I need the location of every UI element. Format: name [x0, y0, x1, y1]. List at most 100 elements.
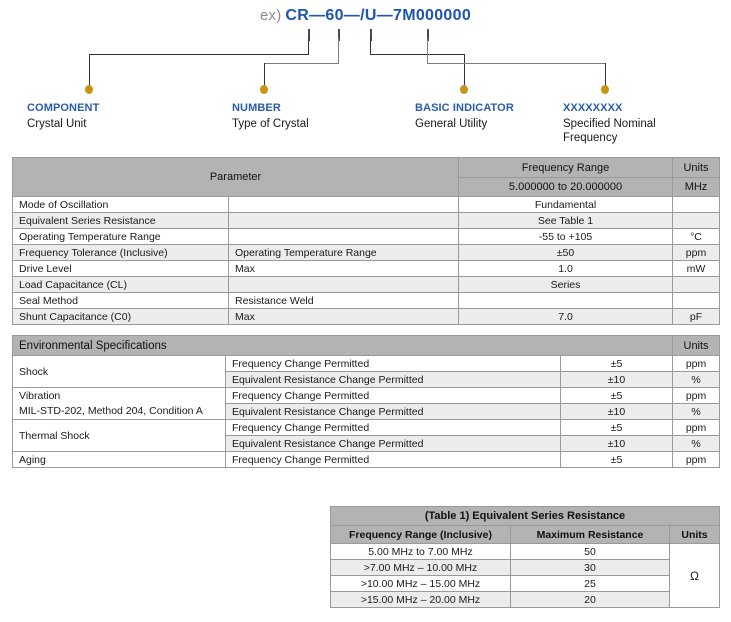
lead-dot-component [85, 85, 93, 94]
esr-range: >15.00 MHz – 20.00 MHz [330, 591, 511, 608]
esr-header-max-resistance: Maximum Resistance [510, 525, 670, 544]
table-row: >7.00 MHz – 10.00 MHz 30 [330, 559, 720, 576]
env-value: ±10 [559, 403, 674, 420]
row-parameter: Load Capacitance (CL) [12, 276, 229, 293]
environmental-specifications-table: Environmental Specifications Units Shock… [11, 335, 721, 468]
env-value: ±10 [559, 435, 674, 452]
table-row: >10.00 MHz – 15.00 MHz 25 [330, 575, 720, 592]
row-parameter: Frequency Tolerance (Inclusive) [12, 244, 229, 261]
lead-dot-number [260, 85, 268, 94]
row-units: °C [672, 228, 721, 245]
bracket-1-drop [89, 54, 90, 87]
callout-number-desc: Type of Crystal [232, 118, 309, 130]
bracket-2-drop [264, 63, 265, 87]
callout-component: COMPONENT Crystal Unit [27, 101, 207, 131]
env-title: Environmental Specifications [11, 335, 674, 356]
row-value: ±50 [458, 244, 674, 261]
row-value: See Table 1 [458, 212, 674, 229]
env-group-name-line1: Vibration [19, 389, 61, 402]
part-number-prefix: ex) [259, 7, 282, 24]
env-group-name: Vibration MIL-STD-202, Method 204, Condi… [12, 387, 226, 420]
esr-header-row: Frequency Range (Inclusive) Maximum Resi… [330, 525, 720, 544]
row-units: pF [672, 308, 721, 325]
table-row: Load Capacitance (CL) Series [12, 276, 721, 293]
env-header-row: Environmental Specifications Units [11, 335, 721, 356]
env-units: ppm [672, 355, 721, 372]
table-row: Frequency Tolerance (Inclusive) Operatin… [12, 244, 721, 261]
part-number-tick-4 [427, 29, 429, 41]
table-row: Seal Method Resistance Weld [12, 292, 721, 309]
row-value: Series [458, 276, 674, 293]
callout-nominal-frequency: XXXXXXXX Specified Nominal Frequency [563, 101, 693, 145]
esr-range: 5.00 MHz to 7.00 MHz [330, 543, 511, 560]
row-units: mW [672, 260, 721, 277]
callout-nominal-frequency-desc: Specified Nominal Frequency [563, 118, 656, 144]
lead-dot-nominal-frequency [601, 85, 609, 94]
env-test: Equivalent Resistance Change Permitted [225, 403, 561, 420]
callout-basic-indicator-desc: General Utility [415, 118, 488, 130]
table-row: Thermal Shock Frequency Change Permitted… [12, 419, 721, 452]
row-units: ppm [672, 244, 721, 261]
header-units-value: MHz [672, 177, 721, 197]
bracket-2-stem [338, 38, 339, 63]
esr-range: >10.00 MHz – 15.00 MHz [330, 575, 511, 592]
row-value: Fundamental [458, 196, 674, 213]
callout-number: NUMBER Type of Crystal [232, 101, 412, 131]
esr-header-units: Units [669, 525, 720, 544]
row-value: 7.0 [458, 308, 674, 325]
callout-number-title: NUMBER [232, 102, 281, 114]
row-condition [227, 228, 460, 245]
env-group-name: Aging [12, 451, 226, 468]
row-parameter: Drive Level [12, 260, 229, 277]
row-value: 1.0 [458, 260, 674, 277]
table-row: Operating Temperature Range -55 to +105 … [12, 228, 721, 245]
env-value: ±5 [559, 419, 674, 436]
callout-nominal-frequency-title: XXXXXXXX [563, 102, 623, 114]
part-number-text: ex)CR—60—/U—7M000000 [0, 7, 731, 25]
callout-basic-indicator-title: BASIC INDICATOR [415, 102, 514, 114]
table-row: >15.00 MHz – 20.00 MHz 20 [330, 591, 720, 608]
part-number-tick-2 [338, 29, 340, 41]
table-header-row: Parameter Frequency Range Units [11, 157, 721, 197]
esr-title: (Table 1) Equivalent Series Resistance [330, 506, 720, 526]
esr-units-value: Ω [669, 543, 720, 608]
row-condition: Max [227, 308, 460, 325]
row-parameter: Shunt Capacitance (C0) [12, 308, 229, 325]
esr-header-frequency-range: Frequency Range (Inclusive) [330, 525, 511, 544]
env-value: ±5 [559, 387, 674, 404]
row-value [458, 292, 674, 309]
env-test: Frequency Change Permitted [225, 355, 561, 372]
env-units: ppm [672, 419, 721, 436]
row-condition [227, 196, 460, 213]
env-group-name-line2: MIL-STD-202, Method 204, Condition A [19, 404, 203, 417]
row-value: -55 to +105 [458, 228, 674, 245]
bracket-4-drop [605, 63, 606, 87]
callout-basic-indicator: BASIC INDICATOR General Utility [415, 101, 595, 131]
env-group-name: Shock [12, 355, 226, 388]
bracket-4-stem [427, 38, 428, 63]
header-frequency-range: Frequency Range [458, 157, 674, 178]
table-row: Equivalent Resistance Change Permitted ±… [13, 371, 721, 388]
row-condition: Max [227, 260, 460, 277]
row-parameter: Mode of Oscillation [12, 196, 229, 213]
table-row: 5.00 MHz to 7.00 MHz 50 Ω [330, 543, 720, 608]
row-parameter: Seal Method [12, 292, 229, 309]
header-parameter: Parameter [11, 157, 460, 197]
lead-dot-basic-indicator [460, 85, 468, 94]
part-number-tick-3 [370, 29, 372, 41]
header-units: Units [672, 157, 721, 178]
row-condition [227, 212, 460, 229]
env-units: ppm [672, 387, 721, 404]
env-value: ±5 [559, 355, 674, 372]
row-units [672, 276, 721, 293]
env-value: ±5 [559, 451, 674, 468]
esr-resistance: 50 [510, 543, 670, 560]
row-units [672, 196, 721, 213]
bracket-3-horizontal [370, 54, 465, 55]
table-row: Mode of Oscillation Fundamental [12, 196, 721, 213]
row-units [672, 212, 721, 229]
part-number-diagram: ex)CR—60—/U—7M000000 COMPONENT Crystal U… [0, 0, 731, 150]
callout-component-desc: Crystal Unit [27, 118, 87, 130]
bracket-2-horizontal [264, 63, 339, 64]
esr-range: >7.00 MHz – 10.00 MHz [330, 559, 511, 576]
